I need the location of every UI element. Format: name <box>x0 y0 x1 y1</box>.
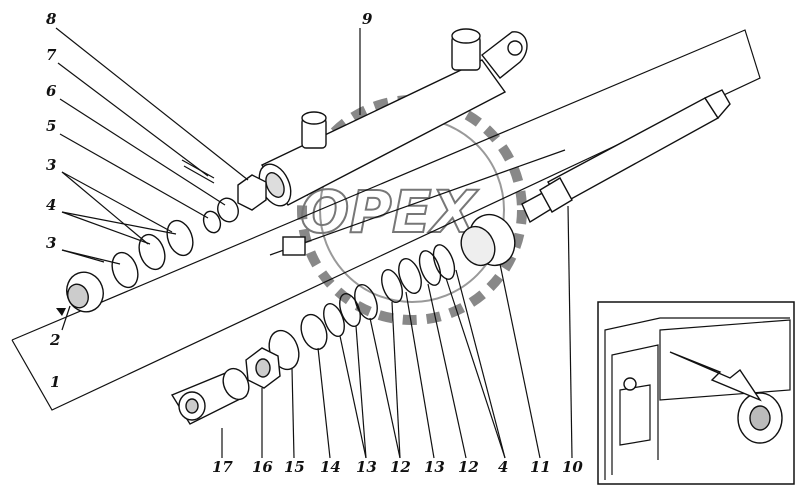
callout-15: 15 <box>284 458 305 476</box>
callout-8: 8 <box>46 10 57 28</box>
callout-13-right: 13 <box>424 458 445 476</box>
cylinder-body <box>258 28 528 207</box>
seal-rings-head <box>66 197 239 313</box>
callout-10: 10 <box>562 458 583 476</box>
callout-6: 6 <box>46 82 57 100</box>
pointer-arrow <box>56 308 66 316</box>
callout-13-left: 13 <box>356 458 377 476</box>
rod-end <box>170 347 281 425</box>
callout-5: 5 <box>46 117 56 135</box>
callout-4-left: 4 <box>46 196 56 214</box>
truck-inset <box>597 301 795 485</box>
callout-12-left: 12 <box>390 458 411 476</box>
callout-3-lower: 3 <box>46 234 56 252</box>
callout-2: 2 <box>49 331 60 349</box>
callout-1: 1 <box>50 373 60 391</box>
callout-7: 7 <box>46 46 57 64</box>
leader-lines <box>55 27 573 459</box>
callout-11: 11 <box>530 458 551 476</box>
piston-rod <box>521 89 731 224</box>
callout-16: 16 <box>252 458 273 476</box>
assembly-frame <box>11 29 761 411</box>
nut-and-pin <box>181 159 306 256</box>
callout-14: 14 <box>320 458 341 476</box>
callout-4-right: 4 <box>498 458 508 476</box>
callout-3-upper: 3 <box>46 156 56 174</box>
callout-9: 9 <box>362 10 373 28</box>
callout-12-right: 12 <box>458 458 479 476</box>
seal-rings-rod <box>268 244 456 371</box>
piston <box>460 213 516 267</box>
callout-17: 17 <box>212 458 233 476</box>
callout-labels: 8 7 6 5 3 4 3 2 1 9 17 16 15 14 13 12 13… <box>46 10 583 476</box>
